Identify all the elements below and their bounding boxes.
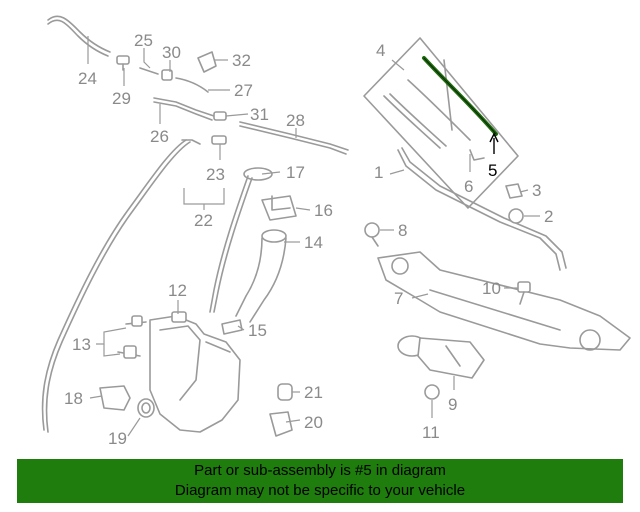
nut-11 xyxy=(424,384,440,400)
callout-30: 30 xyxy=(162,43,181,62)
nut-2 xyxy=(508,208,524,224)
callout-10: 10 xyxy=(482,279,501,298)
callout-31: 31 xyxy=(250,105,269,124)
banner-line-2: Diagram may not be specific to your vehi… xyxy=(174,482,466,499)
wiper-motor-9 xyxy=(397,335,485,379)
info-banner: Part or sub-assembly is #5 in diagram Di… xyxy=(17,459,623,503)
callout-27: 27 xyxy=(234,81,253,100)
washer-hose-22 xyxy=(41,139,201,433)
callout-9: 9 xyxy=(448,395,457,414)
callout-26: 26 xyxy=(150,127,169,146)
sensor-20 xyxy=(269,411,293,437)
cap-3 xyxy=(505,183,523,199)
callout-13: 13 xyxy=(72,335,91,354)
hose-28 xyxy=(239,121,349,155)
callout-24: 24 xyxy=(78,69,97,88)
bracket-16 xyxy=(261,195,297,221)
bolt-8 xyxy=(364,222,380,247)
callout-19: 19 xyxy=(108,429,127,448)
callout-5: 5 xyxy=(488,161,497,180)
callout-25: 25 xyxy=(134,31,153,50)
hose-27 xyxy=(175,77,209,93)
callout-18: 18 xyxy=(64,389,83,408)
connector-30 xyxy=(161,69,173,81)
callout-20: 20 xyxy=(304,413,323,432)
reservoir-12 xyxy=(149,311,241,433)
hose-26 xyxy=(153,97,215,121)
callout-22: 22 xyxy=(194,211,213,230)
callout-15: 15 xyxy=(248,321,267,340)
callout-28: 28 xyxy=(286,111,305,130)
callout-17: 17 xyxy=(286,163,305,182)
grommet-19 xyxy=(137,398,155,418)
callout-3: 3 xyxy=(532,181,541,200)
callout-16: 16 xyxy=(314,201,333,220)
connector-29 xyxy=(116,55,130,71)
bolt-13b xyxy=(117,345,141,359)
pump-18 xyxy=(99,385,131,411)
callout-6: 6 xyxy=(464,177,473,196)
callout-14: 14 xyxy=(304,233,323,252)
connector-23 xyxy=(211,135,227,145)
callout-23: 23 xyxy=(206,165,225,184)
callout-7: 7 xyxy=(394,289,403,308)
wiper-blade-box-4 xyxy=(363,37,519,209)
callout-2: 2 xyxy=(544,207,553,226)
washer-hose-24 xyxy=(47,15,111,57)
callout-12: 12 xyxy=(168,281,187,300)
callout-21: 21 xyxy=(304,383,323,402)
wiper-arm-1 xyxy=(397,147,567,271)
banner-line-1: Part or sub-assembly is #5 in diagram xyxy=(194,462,446,479)
connector-31 xyxy=(213,111,227,121)
bolt-10 xyxy=(517,281,531,305)
callout-4: 4 xyxy=(376,41,385,60)
callout-32: 32 xyxy=(232,51,251,70)
callout-1: 1 xyxy=(374,163,383,182)
wiper-blade-5-highlight xyxy=(422,56,498,136)
wiper-linkage-7 xyxy=(377,251,631,351)
bolt-13a xyxy=(125,315,147,327)
leader-lines xyxy=(87,36,540,437)
callout-11: 11 xyxy=(422,423,440,442)
callout-29: 29 xyxy=(112,89,131,108)
seal-15 xyxy=(221,319,243,335)
filler-neck-14 xyxy=(235,229,287,323)
nozzle-32 xyxy=(197,51,217,73)
filler-tube-17 xyxy=(209,167,273,313)
hose-segment-25 xyxy=(139,67,159,75)
callout-8: 8 xyxy=(398,221,407,240)
cap-21 xyxy=(277,383,293,401)
